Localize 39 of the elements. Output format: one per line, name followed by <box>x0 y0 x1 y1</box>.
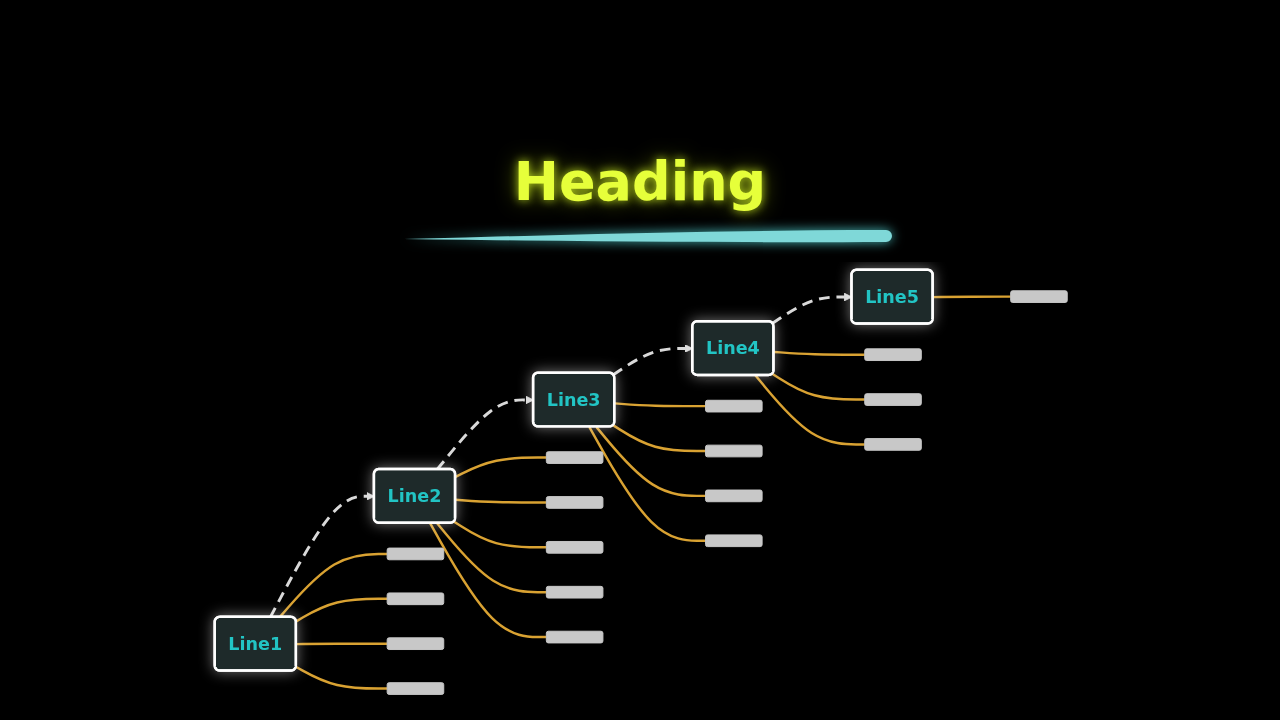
connector-line <box>754 374 865 446</box>
connector-line <box>455 498 547 504</box>
connector-line <box>588 426 706 542</box>
connector-line <box>436 522 547 594</box>
blurred-label <box>705 534 763 548</box>
blurred-label <box>705 489 763 503</box>
blurred-label <box>864 393 922 406</box>
blurred-label <box>386 547 445 561</box>
blurred-label <box>545 630 604 644</box>
blurred-label <box>1010 290 1068 303</box>
process-box: Line1 <box>213 615 298 672</box>
connector-line <box>296 642 388 646</box>
connector-line <box>771 372 865 401</box>
connector-line <box>453 520 547 549</box>
blurred-label <box>386 637 445 650</box>
process-box: Line3 <box>531 371 616 428</box>
process-box: Line2 <box>372 467 457 524</box>
connector-line <box>455 456 547 478</box>
connector-line <box>933 295 1011 299</box>
connector-line <box>295 665 388 690</box>
blurred-label <box>705 444 763 458</box>
connector-line <box>429 522 547 639</box>
connector-line <box>612 424 706 453</box>
connector-line <box>773 350 865 356</box>
heading: Heading <box>513 150 767 214</box>
connector-line <box>595 426 706 498</box>
connector-line <box>614 402 706 408</box>
blurred-label <box>705 399 763 413</box>
process-box: Line4 <box>691 320 775 377</box>
connector-line <box>295 597 388 623</box>
blurred-label <box>386 682 445 695</box>
blurred-label <box>545 451 604 464</box>
process-box: Line5 <box>850 268 934 325</box>
blurred-label <box>545 496 604 509</box>
blurred-label <box>545 585 604 599</box>
blurred-label <box>864 348 922 361</box>
blurred-label <box>386 592 445 606</box>
blurred-label <box>545 541 604 554</box>
blurred-label <box>864 438 922 451</box>
